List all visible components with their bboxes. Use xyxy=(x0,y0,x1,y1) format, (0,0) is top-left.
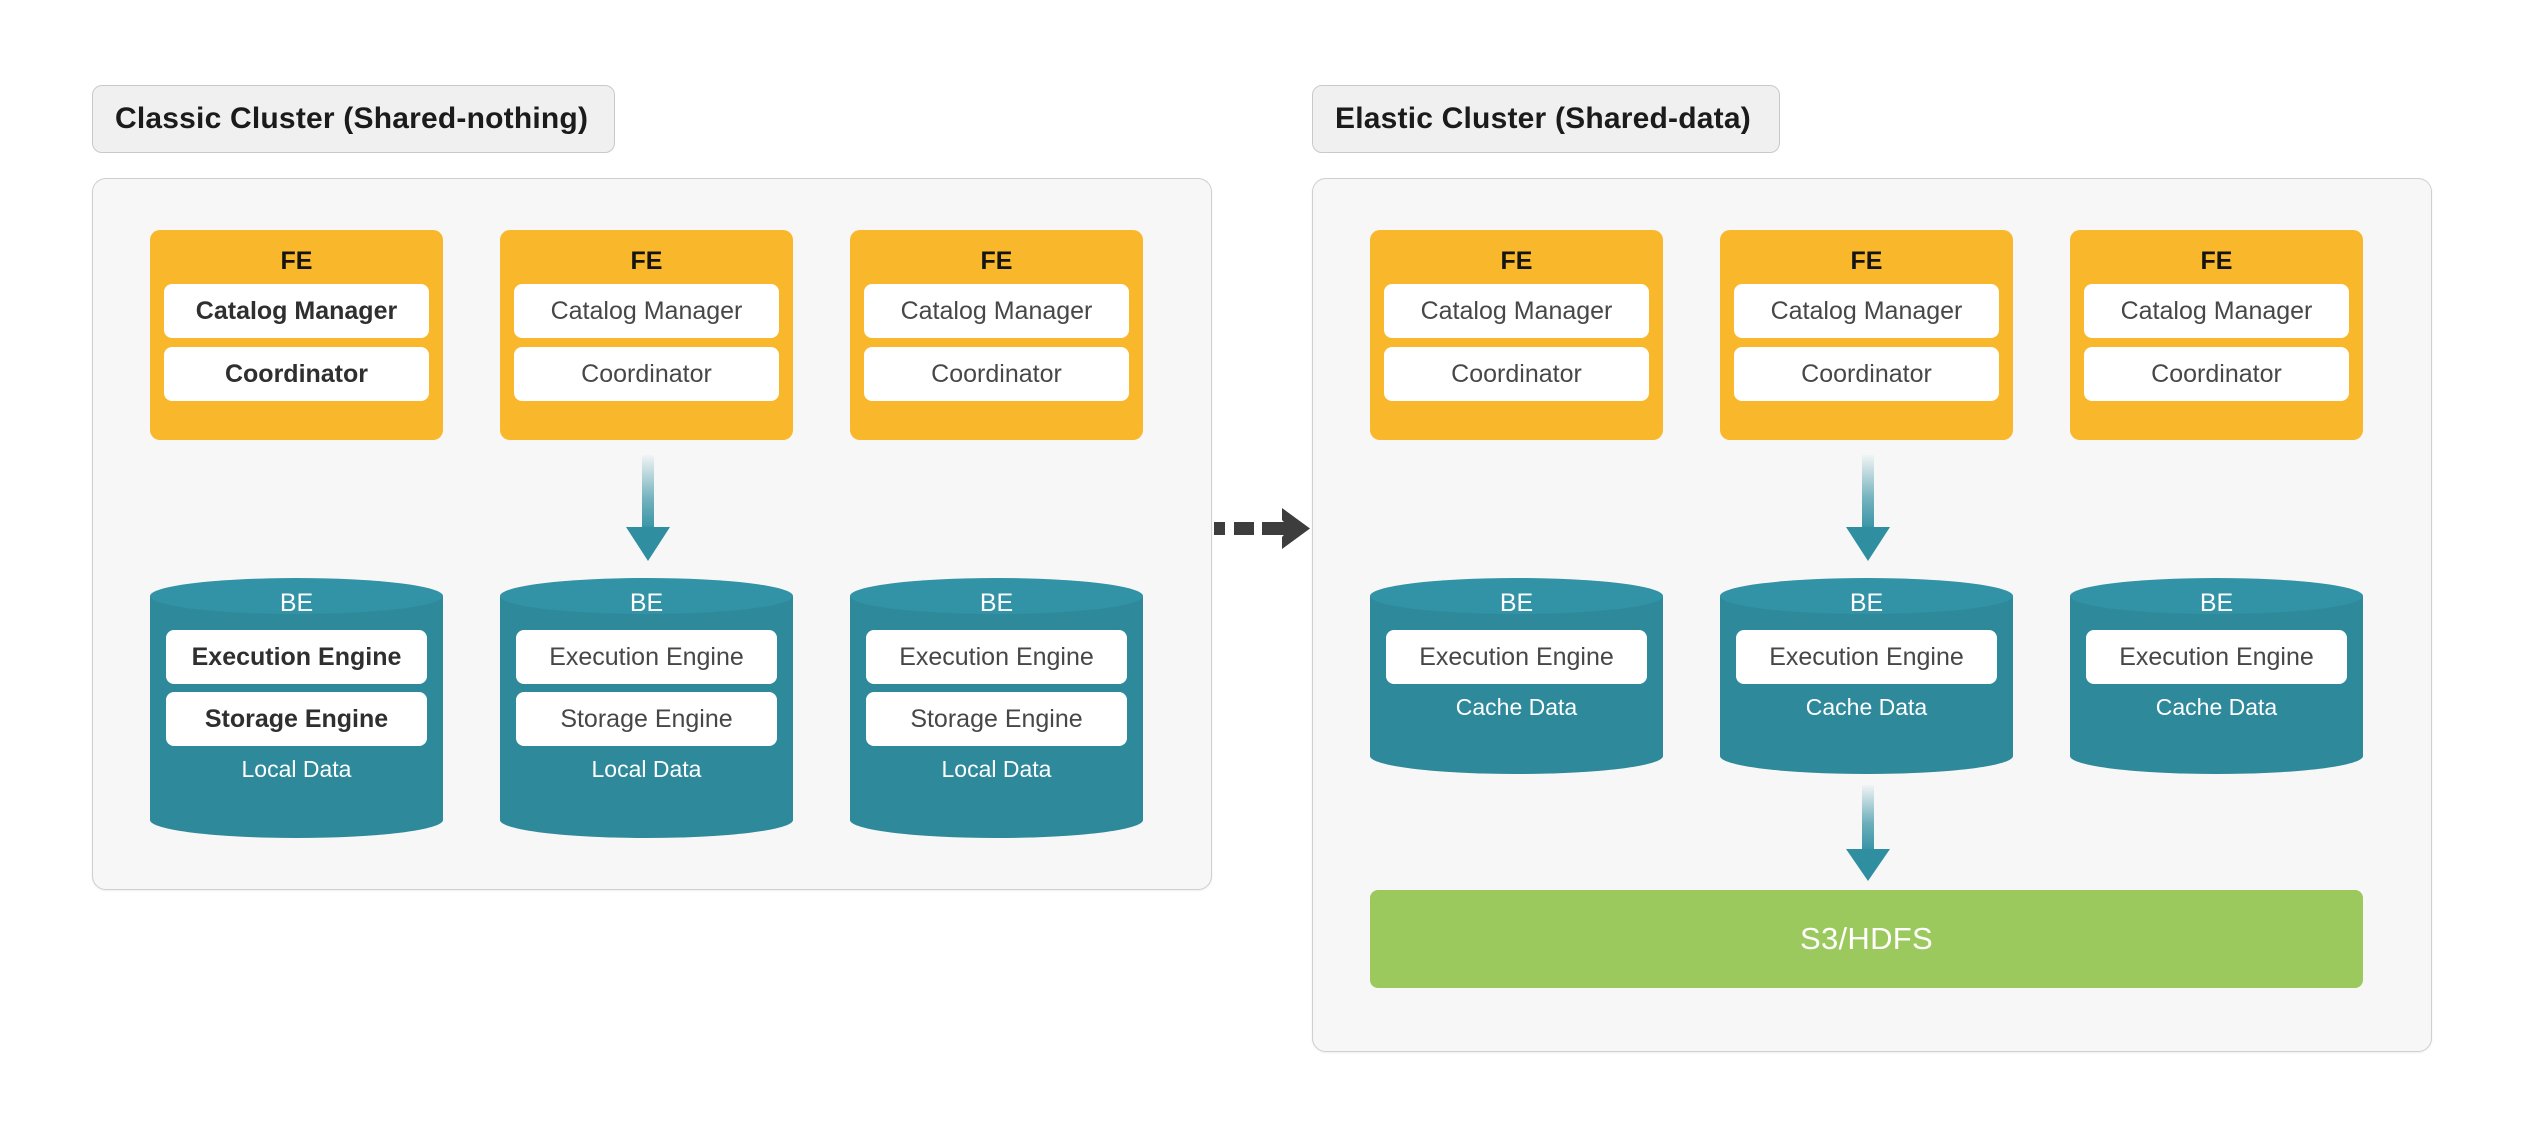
be-data-label: Local Data xyxy=(941,756,1052,782)
elastic-fe-to-be-arrow xyxy=(1840,455,1896,565)
fe-coordinator[interactable]: Coordinator xyxy=(164,347,429,401)
classic-be-node-1[interactable]: BE Execution Engine Storage Engine Local… xyxy=(150,578,443,838)
elastic-fe-node-2[interactable]: FE Catalog Manager Coordinator xyxy=(1720,230,2013,440)
be-data-label: Local Data xyxy=(591,756,702,782)
cylinder-top-cap xyxy=(1720,578,2013,614)
be-data-label: Cache Data xyxy=(1455,694,1578,720)
down-arrow-icon xyxy=(1846,785,1890,881)
fe-coordinator[interactable]: Coordinator xyxy=(2084,347,2349,401)
classic-fe-node-2[interactable]: FE Catalog Manager Coordinator xyxy=(500,230,793,440)
classic-be-node-3[interactable]: BE Execution Engine Storage Engine Local… xyxy=(850,578,1143,838)
fe-coordinator[interactable]: Coordinator xyxy=(1384,347,1649,401)
be-execution-engine[interactable]: Execution Engine xyxy=(2086,630,2347,684)
shared-storage-bar[interactable]: S3/HDFS xyxy=(1370,890,2363,988)
classic-cluster-title: Classic Cluster (Shared-nothing) xyxy=(92,85,615,153)
classic-fe-node-1[interactable]: FE Catalog Manager Coordinator xyxy=(150,230,443,440)
fe-coordinator[interactable]: Coordinator xyxy=(1734,347,1999,401)
be-storage-engine[interactable]: Storage Engine xyxy=(166,692,427,746)
fe-catalog-manager[interactable]: Catalog Manager xyxy=(2084,284,2349,338)
fe-title: FE xyxy=(630,247,663,275)
elastic-be-node-3[interactable]: BE Execution Engine Cache Data xyxy=(2070,578,2363,774)
be-storage-engine[interactable]: Storage Engine xyxy=(516,692,777,746)
fe-catalog-manager[interactable]: Catalog Manager xyxy=(164,284,429,338)
cylinder-top-cap xyxy=(150,578,443,614)
be-title: BE xyxy=(979,589,1014,617)
elastic-cluster-title: Elastic Cluster (Shared-data) xyxy=(1312,85,1780,153)
fe-catalog-manager[interactable]: Catalog Manager xyxy=(514,284,779,338)
be-execution-engine[interactable]: Execution Engine xyxy=(866,630,1127,684)
cylinder-top-cap xyxy=(850,578,1143,614)
be-execution-engine[interactable]: Execution Engine xyxy=(166,630,427,684)
cylinder-bottom-cap xyxy=(1720,738,2013,774)
be-data-label: Cache Data xyxy=(2155,694,2278,720)
fe-catalog-manager[interactable]: Catalog Manager xyxy=(1734,284,1999,338)
be-execution-engine[interactable]: Execution Engine xyxy=(1386,630,1647,684)
be-execution-engine[interactable]: Execution Engine xyxy=(516,630,777,684)
be-execution-engine[interactable]: Execution Engine xyxy=(1736,630,1997,684)
cylinder-bottom-cap xyxy=(1370,738,1663,774)
elastic-be-node-1[interactable]: BE Execution Engine Cache Data xyxy=(1370,578,1663,774)
fe-catalog-manager[interactable]: Catalog Manager xyxy=(864,284,1129,338)
classic-fe-to-be-arrow xyxy=(620,455,676,565)
elastic-be-to-storage-arrow xyxy=(1840,785,1896,885)
down-arrow-icon xyxy=(1846,455,1890,561)
fe-catalog-manager[interactable]: Catalog Manager xyxy=(1384,284,1649,338)
be-data-label: Cache Data xyxy=(1805,694,1928,720)
elastic-be-node-2[interactable]: BE Execution Engine Cache Data xyxy=(1720,578,2013,774)
cylinder-top-cap xyxy=(500,578,793,614)
cluster-transition-arrow xyxy=(1212,505,1312,553)
cylinder-top-cap xyxy=(1370,578,1663,614)
classic-be-node-2[interactable]: BE Execution Engine Storage Engine Local… xyxy=(500,578,793,838)
dashed-right-arrow-icon xyxy=(1214,508,1310,549)
down-arrow-icon xyxy=(626,455,670,561)
cylinder-top-cap xyxy=(2070,578,2363,614)
fe-coordinator[interactable]: Coordinator xyxy=(514,347,779,401)
fe-title: FE xyxy=(1500,247,1533,275)
be-title: BE xyxy=(1499,589,1534,617)
cylinder-bottom-cap xyxy=(500,802,793,838)
fe-title: FE xyxy=(980,247,1013,275)
fe-coordinator[interactable]: Coordinator xyxy=(864,347,1129,401)
elastic-fe-node-1[interactable]: FE Catalog Manager Coordinator xyxy=(1370,230,1663,440)
be-data-label: Local Data xyxy=(241,756,352,782)
fe-title: FE xyxy=(1850,247,1883,275)
cylinder-bottom-cap xyxy=(150,802,443,838)
elastic-fe-node-3[interactable]: FE Catalog Manager Coordinator xyxy=(2070,230,2363,440)
cylinder-bottom-cap xyxy=(850,802,1143,838)
be-title: BE xyxy=(629,589,664,617)
fe-title: FE xyxy=(280,247,313,275)
be-title: BE xyxy=(1849,589,1884,617)
classic-fe-node-3[interactable]: FE Catalog Manager Coordinator xyxy=(850,230,1143,440)
cylinder-bottom-cap xyxy=(2070,738,2363,774)
be-storage-engine[interactable]: Storage Engine xyxy=(866,692,1127,746)
be-title: BE xyxy=(2199,589,2234,617)
be-title: BE xyxy=(279,589,314,617)
fe-title: FE xyxy=(2200,247,2233,275)
